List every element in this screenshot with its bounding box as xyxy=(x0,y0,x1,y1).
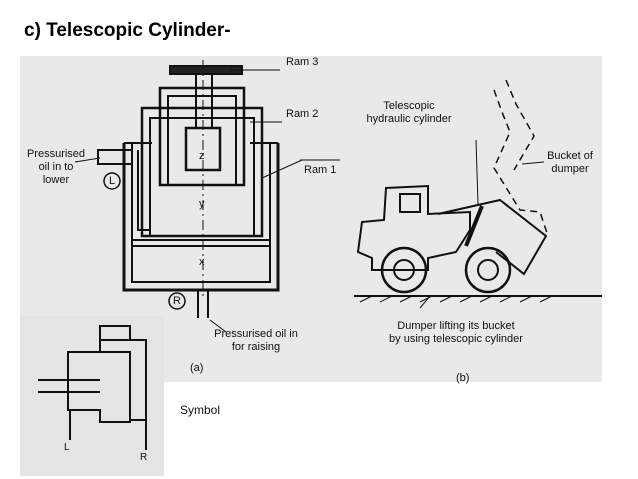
slide-heading: c) Telescopic Cylinder- xyxy=(24,20,231,41)
symbol-l-label: L xyxy=(64,442,70,453)
symbol-caption: Symbol xyxy=(180,403,221,417)
port-l-label: L xyxy=(108,175,116,187)
telescopic-label-line2: hydraulic cylinder xyxy=(366,113,452,125)
telescopic-cylinder-symbol xyxy=(38,325,147,450)
bucket-label-line2: dumper xyxy=(551,163,589,175)
port-r-label: R xyxy=(173,295,181,307)
telescopic-label-line1: Telescopic xyxy=(383,100,435,112)
oil-lower-label-line1: Pressurised xyxy=(26,148,86,160)
symbol-figure-background xyxy=(20,316,164,476)
ram3-label: Ram 3 xyxy=(286,56,319,68)
dumper-caption-line2: by using telescopic cylinder xyxy=(389,333,523,345)
chamber-z-label: z xyxy=(199,150,205,162)
oil-lower-label-line2: oil in to xyxy=(38,161,74,173)
oil-raise-label-line1: Pressurised oil in xyxy=(214,328,298,340)
oil-raise-label-line2: for raising xyxy=(231,341,281,353)
chamber-x-label: x xyxy=(199,256,205,268)
bucket-label-line1: Bucket of xyxy=(547,150,593,162)
figure-a-caption: (a) xyxy=(190,362,204,374)
cylinder-cross-section xyxy=(74,60,340,333)
figure-b-caption: (b) xyxy=(456,372,470,384)
ram2-label: Ram 2 xyxy=(286,108,319,120)
dumper-caption-line1: Dumper lifting its bucket xyxy=(397,320,515,332)
oil-lower-label-line3: lower xyxy=(42,174,70,186)
symbol-r-label: R xyxy=(140,452,148,463)
dumper-truck xyxy=(354,79,602,309)
ram1-label: Ram 1 xyxy=(304,164,337,176)
chamber-y-label: y xyxy=(199,198,205,210)
